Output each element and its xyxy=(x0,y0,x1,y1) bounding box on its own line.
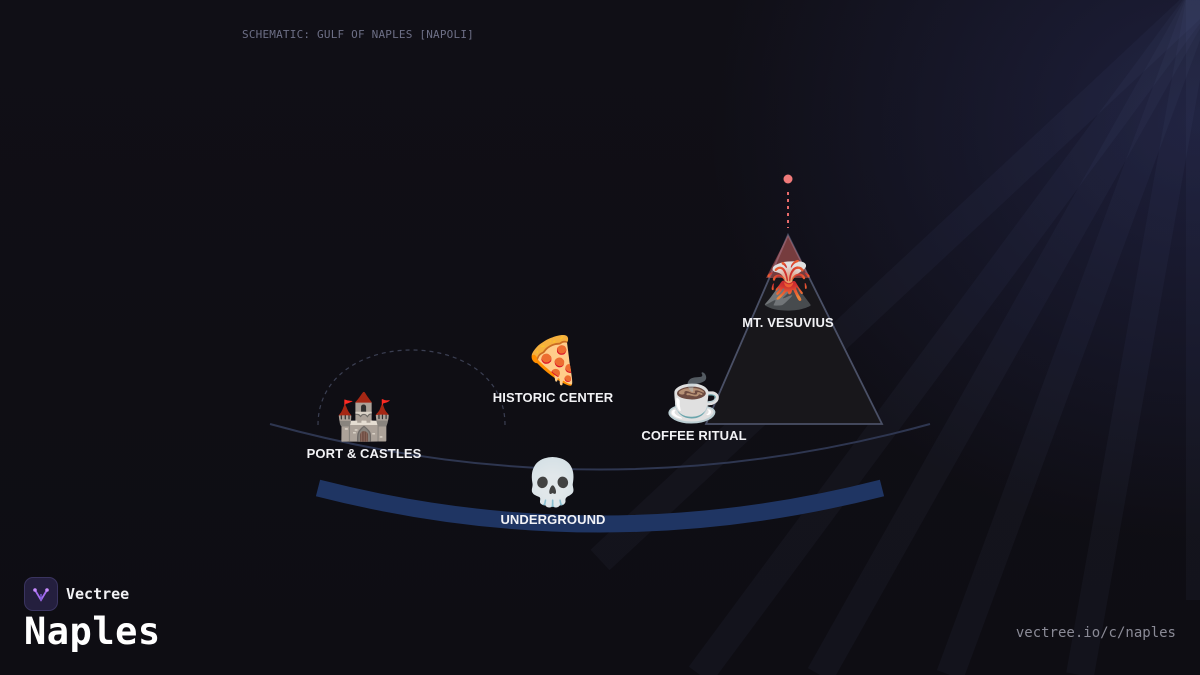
volcano-icon: 🌋 xyxy=(759,259,817,311)
coffee-icon: ☕ xyxy=(665,372,723,424)
bay-water-arc xyxy=(315,479,885,533)
node-label: PORT & CASTLES xyxy=(306,446,422,461)
pizza-icon: 🍕 xyxy=(524,334,582,386)
node-port-castles: 🏰 PORT & CASTLES xyxy=(307,390,422,461)
node-label: MT. VESUVIUS xyxy=(742,315,834,330)
node-label: HISTORIC CENTER xyxy=(492,390,614,405)
node-mt-vesuvius: 🌋 MT. VESUVIUS xyxy=(742,259,834,330)
node-historic-center: 🍕 HISTORIC CENTER xyxy=(493,334,613,405)
vectree-logo-icon xyxy=(24,577,58,611)
eruption-dot xyxy=(783,174,793,184)
vesuvius-summit-glow xyxy=(766,235,810,278)
shoreline-curve xyxy=(269,423,931,471)
node-label: COFFEE RITUAL xyxy=(641,428,747,443)
node-coffee-ritual: ☕ COFFEE RITUAL xyxy=(641,372,746,443)
brand-name: Vectree xyxy=(66,585,130,603)
page-url[interactable]: vectree.io/c/naples xyxy=(1015,625,1176,641)
skull-icon: 💀 xyxy=(524,456,582,508)
node-label: UNDERGROUND xyxy=(500,512,606,527)
vesuvius-mountain xyxy=(704,232,884,425)
brand: Vectree xyxy=(24,577,129,611)
node-underground: 💀 UNDERGROUND xyxy=(500,456,605,527)
castle-icon: 🏰 xyxy=(335,390,393,442)
schematic-label: SCHEMATIC: GULF OF NAPLES [NAPOLI] xyxy=(242,28,474,41)
page-title: Naples xyxy=(24,610,161,653)
